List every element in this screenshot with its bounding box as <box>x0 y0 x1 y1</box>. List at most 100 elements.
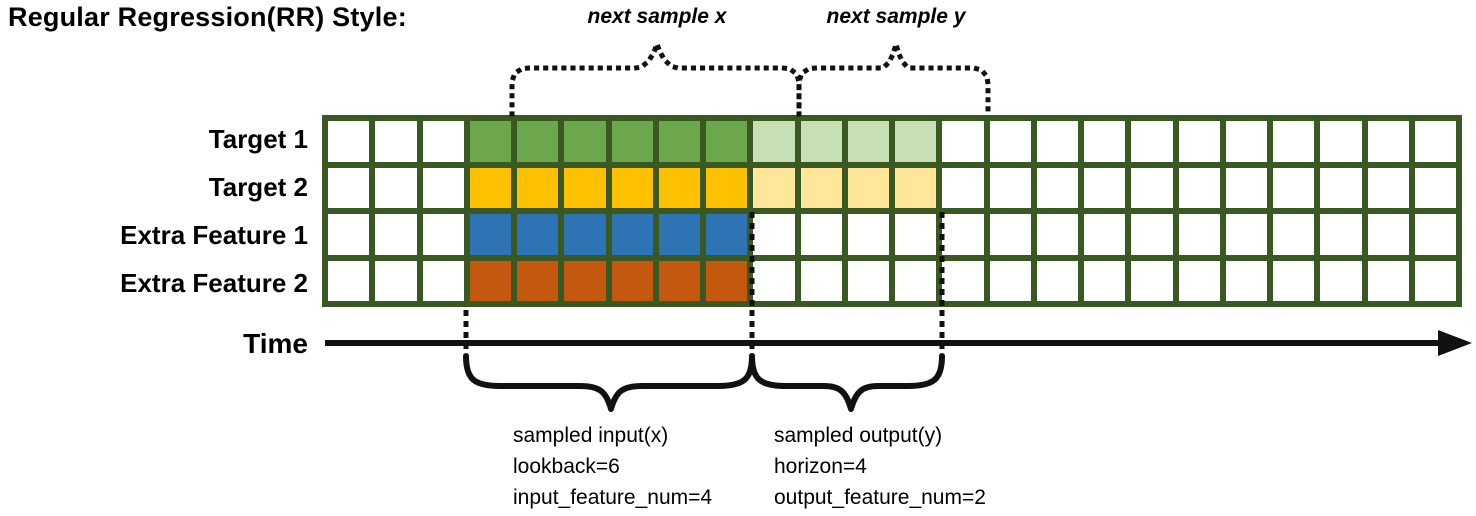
grid-cell <box>1367 260 1409 301</box>
grid-cell <box>942 260 984 301</box>
grid-cell <box>328 214 370 255</box>
next-sample-x-label: next sample x <box>587 5 727 28</box>
grid-cell <box>564 260 606 301</box>
grid-cell <box>989 260 1031 301</box>
grid-cell <box>422 121 464 162</box>
row-label-extra-feature-1: Extra Feature 1 <box>120 220 308 250</box>
grid-cell <box>847 167 889 208</box>
grid-cell <box>895 121 937 162</box>
grid-cell <box>1273 260 1315 301</box>
grid-cell <box>1036 260 1078 301</box>
grid-cell <box>1131 214 1173 255</box>
grid-cell <box>517 260 559 301</box>
grid-cell <box>1320 260 1362 301</box>
grid-cell <box>1320 214 1362 255</box>
grid-cell <box>989 167 1031 208</box>
grid-cell <box>1225 121 1267 162</box>
grid-cell <box>895 214 937 255</box>
grid-cell <box>469 167 511 208</box>
input-feature-num-value: input_feature_num=4 <box>513 486 713 509</box>
grid-cell <box>564 214 606 255</box>
horizon-value: horizon=4 <box>774 455 867 478</box>
grid-cell <box>1036 167 1078 208</box>
grid-cell <box>375 214 417 255</box>
grid-cell <box>895 167 937 208</box>
grid-cell <box>658 214 700 255</box>
grid-cell <box>422 167 464 208</box>
grid-cell <box>989 121 1031 162</box>
grid-cell <box>1320 121 1362 162</box>
grid-cell <box>422 214 464 255</box>
grid-cell <box>1131 121 1173 162</box>
next-sample-y-label: next sample y <box>826 5 966 28</box>
page-title: Regular Regression(RR) Style: <box>8 2 407 32</box>
grid-cell <box>1036 214 1078 255</box>
grid-cell <box>611 214 653 255</box>
grid-cell <box>753 167 795 208</box>
sampled-input-brace <box>463 353 755 412</box>
next-sample-y-brace <box>796 43 991 117</box>
grid-cell <box>1273 167 1315 208</box>
grid-cell <box>989 214 1031 255</box>
grid-cell <box>1225 214 1267 255</box>
row-label-target-2: Target 2 <box>208 172 308 202</box>
grid-cell <box>1273 214 1315 255</box>
grid-cell <box>1273 121 1315 162</box>
sampled-output-caption: sampled output(y) horizon=4 output_featu… <box>774 420 986 513</box>
grid-cell <box>1367 121 1409 162</box>
grid-cell <box>469 214 511 255</box>
time-arrow-head <box>1438 330 1472 356</box>
lookback-value: lookback=6 <box>513 455 620 478</box>
grid-cell <box>706 121 748 162</box>
grid-cell <box>1367 167 1409 208</box>
grid-cell <box>800 167 842 208</box>
grid-cell <box>328 167 370 208</box>
grid-cell <box>1414 167 1456 208</box>
grid-cell <box>942 214 984 255</box>
grid-cell <box>847 214 889 255</box>
grid-cell <box>658 121 700 162</box>
grid-cell <box>1367 214 1409 255</box>
grid-cell <box>1178 121 1220 162</box>
grid-cell <box>517 167 559 208</box>
time-axis-label: Time <box>243 328 308 359</box>
grid-cell <box>1084 214 1126 255</box>
grid-cell <box>1178 167 1220 208</box>
grid-cell <box>375 167 417 208</box>
grid-cell <box>942 167 984 208</box>
sampled-output-brace <box>749 353 945 412</box>
grid-cell <box>895 260 937 301</box>
grid-cell <box>942 121 984 162</box>
grid-cell <box>1131 260 1173 301</box>
grid-cell <box>375 260 417 301</box>
sampled-input-title: sampled input(x) <box>513 424 669 447</box>
grid-cell <box>564 121 606 162</box>
grid-cell <box>1036 121 1078 162</box>
grid-cell <box>753 260 795 301</box>
grid-cell <box>1320 167 1362 208</box>
grid-cell <box>1084 121 1126 162</box>
grid-cell <box>800 214 842 255</box>
grid-cell <box>1131 167 1173 208</box>
sample-grid <box>322 115 1462 307</box>
grid-cell <box>1084 167 1126 208</box>
grid-cell <box>469 121 511 162</box>
grid-cell <box>706 167 748 208</box>
grid-cell <box>800 260 842 301</box>
grid-cell <box>1225 167 1267 208</box>
output-feature-num-value: output_feature_num=2 <box>774 486 986 509</box>
sampled-output-title: sampled output(y) <box>774 424 943 447</box>
grid-cell <box>469 260 511 301</box>
grid-cell <box>1178 260 1220 301</box>
grid-cell <box>706 214 748 255</box>
grid-cell <box>422 260 464 301</box>
grid-cell <box>611 260 653 301</box>
row-labels: Target 1 Target 2 Extra Feature 1 Extra … <box>0 115 308 307</box>
grid-cell <box>847 260 889 301</box>
grid-cell <box>517 214 559 255</box>
grid-cell <box>1178 214 1220 255</box>
grid-cell <box>706 260 748 301</box>
grid-cell <box>564 167 606 208</box>
grid-cell <box>847 121 889 162</box>
